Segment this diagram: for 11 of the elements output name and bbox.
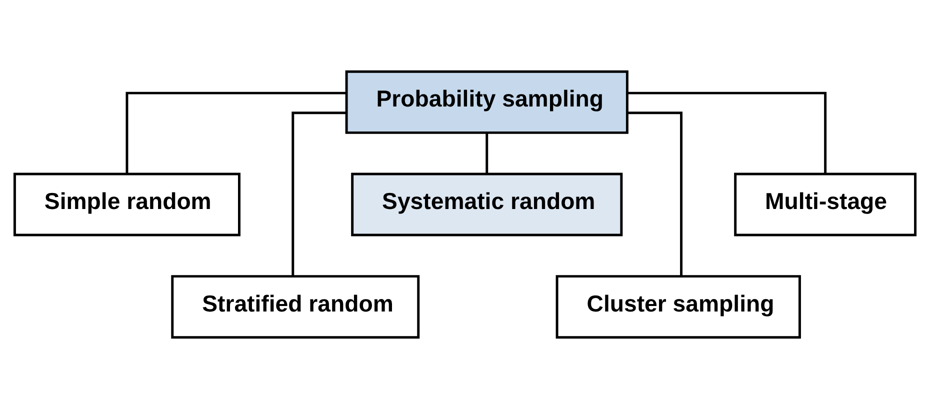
connector	[292, 111, 346, 276]
connector	[627, 91, 827, 173]
node-box: Multi-stage	[734, 172, 917, 236]
connector	[126, 91, 346, 173]
node-box: Simple random	[13, 172, 240, 236]
node-box: Systematic random	[351, 172, 623, 236]
node-box: Probability sampling	[345, 70, 628, 134]
connector	[486, 132, 488, 174]
connector	[628, 111, 682, 276]
node-box: Stratified random	[171, 274, 420, 338]
node-box: Cluster sampling	[556, 274, 801, 338]
